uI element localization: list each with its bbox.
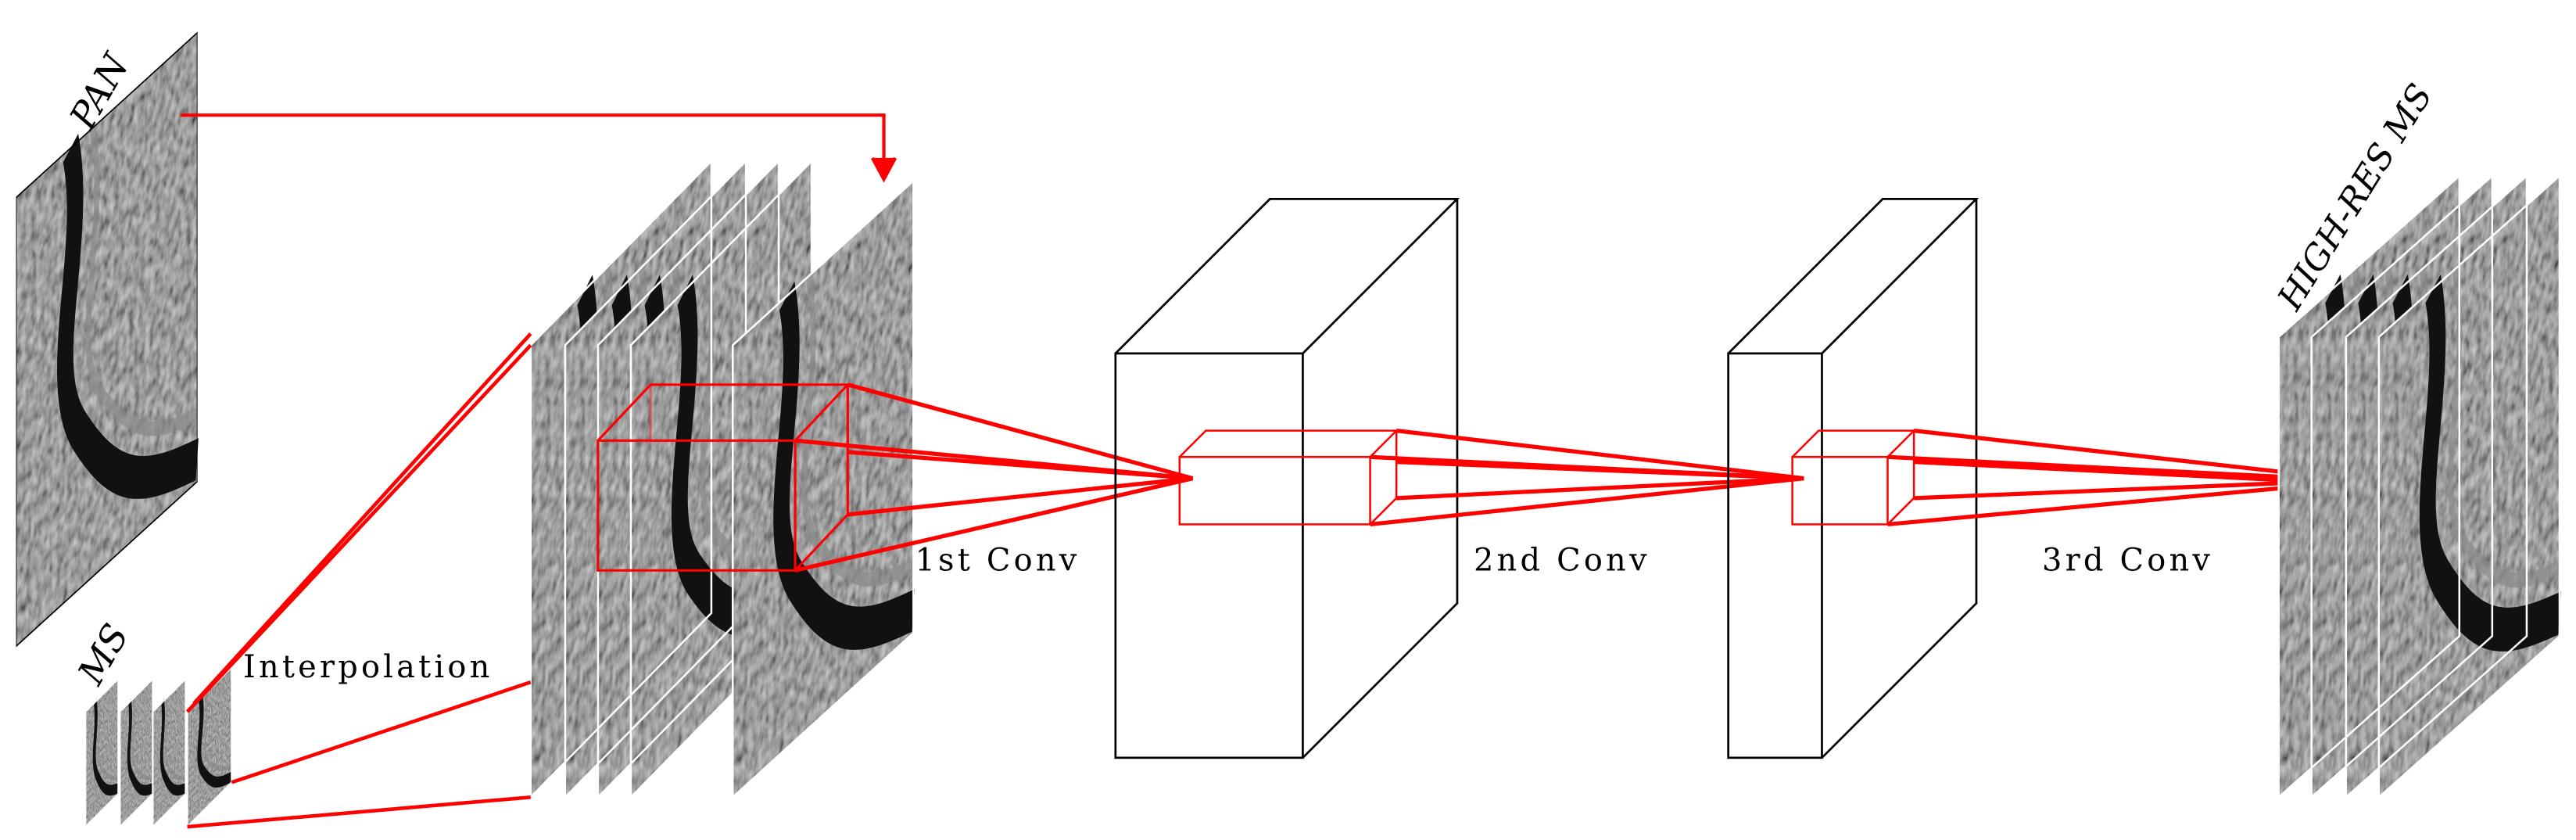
interpolation-lines [185,332,532,829]
ms-band-3 [152,679,185,827]
ms-band-1 [85,679,118,827]
pan-to-input-arrow [181,113,897,183]
pan-input-band [733,181,913,797]
ms-label: MS [69,617,137,692]
ms-band-4 [188,667,232,827]
feature-map-1 [1114,197,1460,759]
pan-image [16,33,197,646]
output-ms-stack [2279,176,2560,797]
feature-map-2 [1727,197,1979,759]
conv1-projection-lines [794,382,1194,573]
ms-band-2 [120,679,152,827]
interpolation-label: Interpolation [243,649,493,685]
conv1-label: 1st Conv [915,542,1080,578]
feature-map-1-filter-box [1178,429,1399,526]
conv2-projection-lines [1370,429,1804,527]
conv2-label: 2nd Conv [1474,542,1650,578]
feature-map-2-filter-box [1791,429,1917,526]
conv3-projection-lines [1887,429,2281,527]
ms-image-stack [85,667,231,827]
conv3-label: 3rd Conv [2042,542,2213,578]
